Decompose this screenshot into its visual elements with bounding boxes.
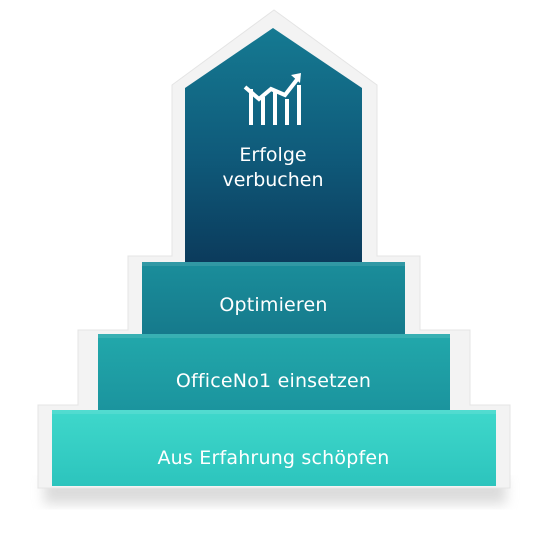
top-title-line2: verbuchen (222, 169, 324, 191)
top-block (185, 28, 362, 262)
step-2-label: OfficeNo1 einsetzen (175, 370, 372, 392)
top-title-line1: Erfolge (239, 144, 307, 166)
step-1-block (142, 262, 405, 334)
step-2-block (98, 334, 450, 410)
top-title: Erfolge verbuchen (173, 143, 373, 193)
step-3-block (52, 410, 496, 486)
step-3-label: Aus Erfahrung schöpfen (157, 447, 390, 469)
step-1-label: Optimieren (219, 294, 328, 316)
growth-chart-icon (243, 73, 303, 127)
